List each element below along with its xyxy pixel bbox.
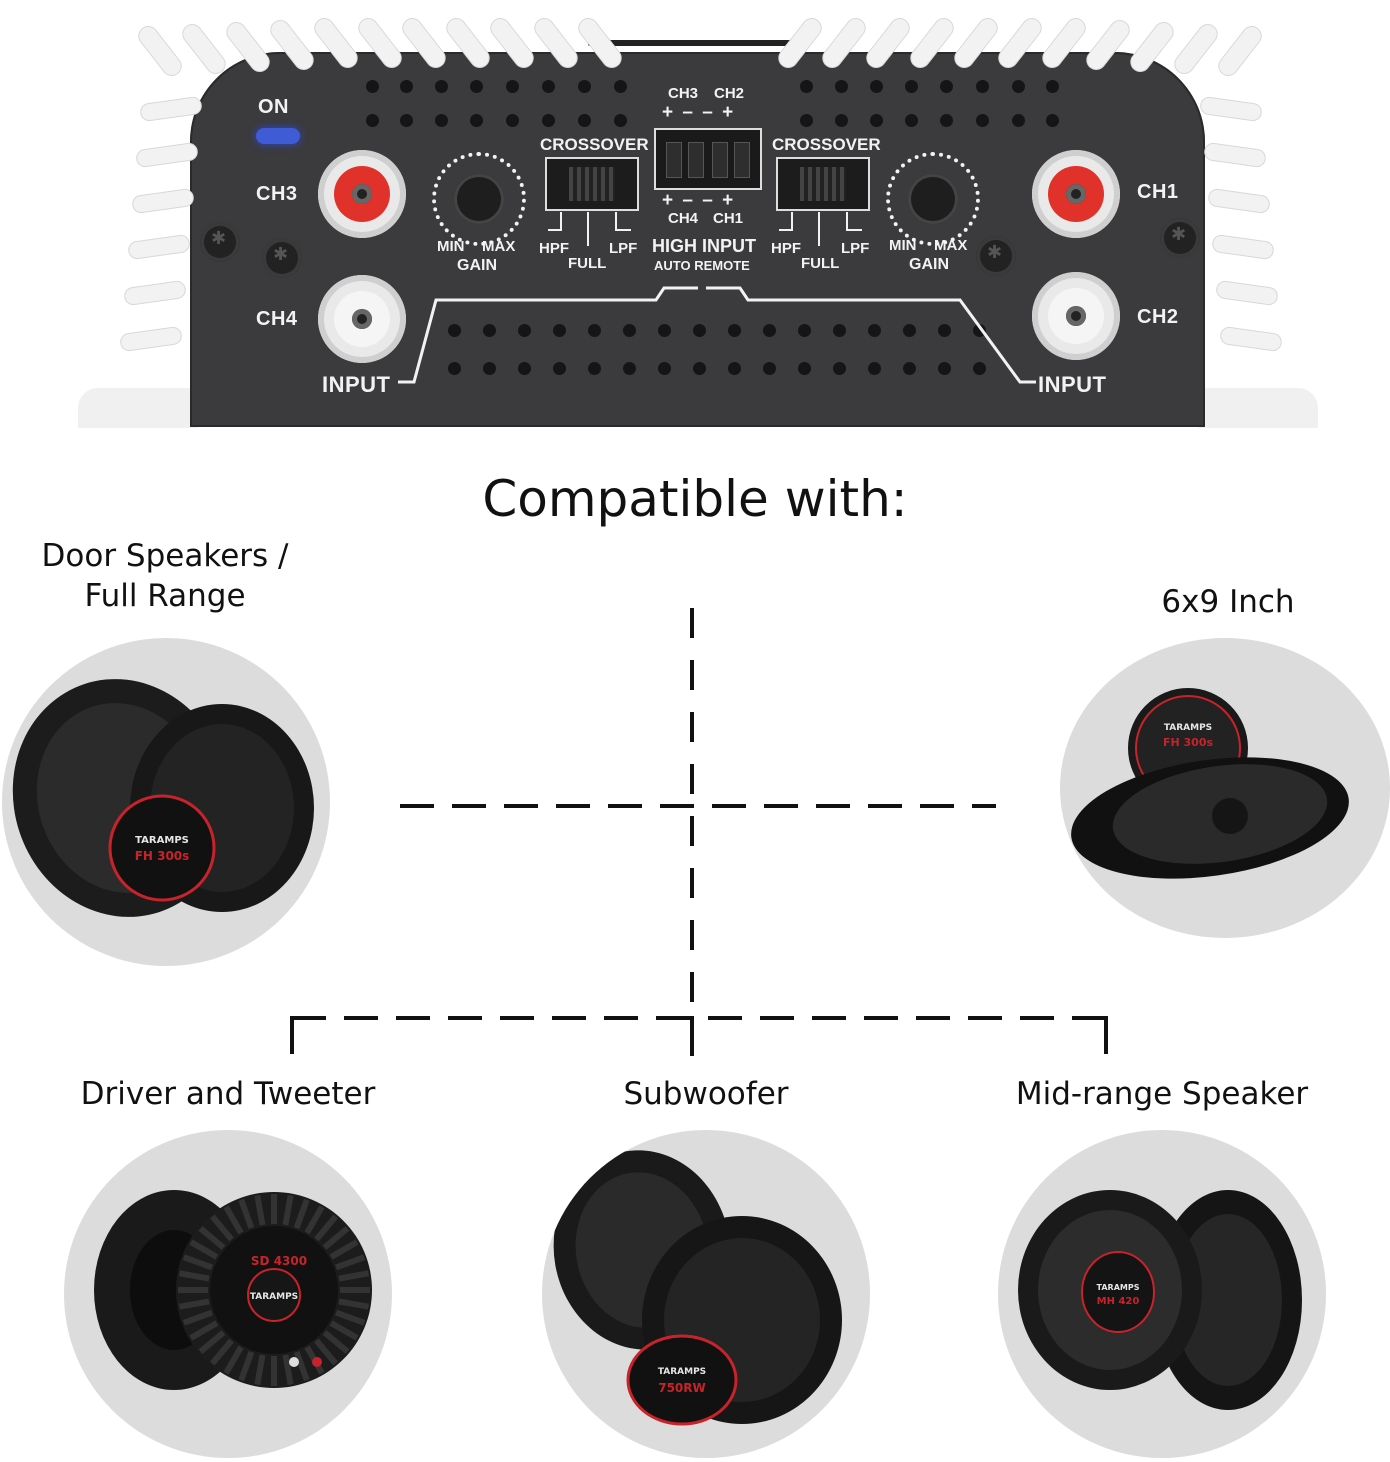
input-left-label: INPUT	[322, 372, 391, 397]
rca-ch2-jack	[1032, 272, 1120, 360]
connector-drop-center	[690, 1016, 694, 1056]
connector-drop-left	[290, 1016, 294, 1054]
dip-ch2-label: CH2	[714, 85, 745, 102]
door-speakers-line1: Door Speakers /	[41, 538, 289, 574]
screw-icon	[1160, 218, 1200, 258]
gain-min-left: MIN	[437, 238, 465, 255]
amp-panel	[190, 52, 1205, 427]
gain-right-label: GAIN	[909, 256, 949, 273]
full-left-label: FULL	[568, 255, 607, 272]
connector-bottom-bar	[292, 1016, 1108, 1020]
dip-ch4-label: CH4	[668, 210, 699, 227]
screw-icon	[976, 236, 1016, 276]
gain-left-label: GAIN	[457, 257, 497, 274]
amp-mount-left	[78, 388, 198, 428]
door-brand-text: TARAMPS	[135, 835, 189, 846]
ch4-label: CH4	[256, 308, 298, 330]
screw-icon	[262, 238, 302, 278]
dip-bottom-polarity: + – – +	[662, 190, 736, 211]
hpf-right-label: HPF	[771, 240, 801, 257]
door-speakers-label: Door Speakers / Full Range	[30, 536, 300, 616]
rca-ch1-jack	[1032, 150, 1120, 238]
crossover-left-label: CROSSOVER	[540, 135, 649, 154]
connector-horizontal	[400, 804, 996, 808]
rca-ch4-jack	[318, 275, 406, 363]
dip-ch1-label: CH1	[713, 210, 744, 227]
high-input-label: HIGH INPUT	[652, 236, 757, 256]
dip-top-polarity: + – – +	[662, 102, 736, 123]
subwoofer-image: TARAMPS 750RW	[542, 1130, 870, 1458]
amp-mount-right	[1198, 388, 1318, 428]
lpf-left-label: LPF	[609, 240, 638, 257]
lpf-right-label: LPF	[841, 240, 870, 257]
hpf-left-label: HPF	[539, 240, 569, 257]
high-input-connector	[654, 128, 762, 190]
driver-model-text: SD 4300	[251, 1254, 307, 1268]
dip-ch3-label: CH3	[668, 85, 699, 102]
connector-vertical	[690, 608, 694, 1008]
gain-knob-left	[432, 152, 526, 246]
driver-tweeter-label: Driver and Tweeter	[80, 1076, 376, 1112]
connector-drop-right	[1104, 1016, 1108, 1054]
power-led-icon	[256, 128, 300, 144]
ch2-label: CH2	[1137, 306, 1179, 328]
subwoofer-brand-text: TARAMPS	[658, 1367, 706, 1377]
full-right-label: FULL	[801, 255, 840, 272]
six-by-nine-label: 6x9 Inch	[1161, 584, 1295, 620]
driver-brand-text: TARAMPS	[250, 1292, 298, 1302]
gain-max-right: MAX	[934, 237, 968, 254]
six-by-nine-model-text: FH 300s	[1163, 736, 1214, 749]
subwoofer-model-text: 750RW	[658, 1381, 706, 1395]
input-bracket-lines	[398, 286, 1036, 384]
input-right-label: INPUT	[1038, 372, 1107, 397]
auto-remote-label: AUTO REMOTE	[654, 258, 750, 273]
screw-icon	[200, 222, 240, 262]
driver-tweeter-image: SD 4300 TARAMPS	[64, 1130, 392, 1458]
door-speaker-image: TARAMPS FH 300s	[2, 638, 330, 966]
amp-top-slot	[588, 40, 810, 46]
subwoofer-label: Subwoofer	[623, 1076, 789, 1112]
crossover-switch-right	[776, 157, 870, 211]
door-speakers-line2: Full Range	[84, 578, 246, 614]
six-by-nine-brand-text: TARAMPS	[1164, 723, 1212, 733]
rca-ch3-jack	[318, 150, 406, 238]
six-by-nine-speaker-image: TARAMPS FH 300s	[1060, 638, 1390, 938]
crossover-right-label: CROSSOVER	[772, 135, 881, 154]
ch1-label: CH1	[1137, 181, 1179, 203]
midrange-model-text: MH 420	[1097, 1296, 1140, 1307]
gain-knob-right	[886, 152, 980, 246]
midrange-label: Mid-range Speaker	[1015, 1076, 1309, 1112]
on-label: ON	[258, 96, 289, 118]
crossover-switch-left	[545, 157, 639, 211]
midrange-speaker-image: TARAMPS MH 420	[998, 1130, 1326, 1458]
door-model-text: FH 300s	[135, 849, 190, 863]
gain-min-right: MIN	[889, 237, 917, 254]
gain-max-left: MAX	[482, 238, 516, 255]
midrange-brand-text: TARAMPS	[1097, 1283, 1140, 1292]
ch3-label: CH3	[256, 183, 298, 205]
compatible-heading: Compatible with:	[482, 470, 908, 528]
amplifier-image: ON CH3 CH4 INPUT CH1 CH2 INPUT MIN MAX G…	[0, 0, 1390, 440]
